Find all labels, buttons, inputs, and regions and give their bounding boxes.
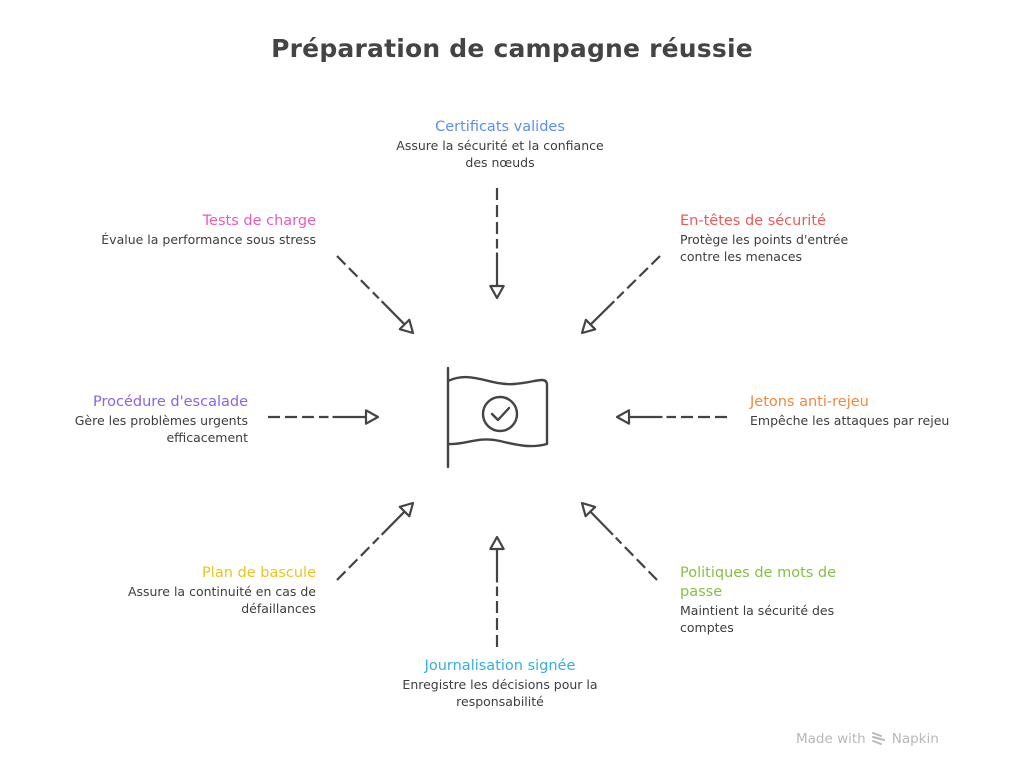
node-description: Assure la sécurité et la confiance des n… [396,138,604,170]
node-politiques: Politiques de mots de passe Maintient la… [680,564,860,636]
arrowhead-icon [580,501,597,518]
footer-watermark: Made with Napkin [796,731,939,747]
node-description: Protège les points d'entrée contre les m… [680,232,849,264]
arrow-solid-segment [380,510,406,536]
arrow-solid-segment [589,510,614,536]
arrow-dashed-segment [336,536,380,581]
node-certificats: Certificats valides Assure la sécurité e… [392,118,608,171]
node-title: Journalisation signée [424,658,576,674]
node-title: Politiques de mots de passe [680,565,837,600]
node-title: En-têtes de sécurité [680,213,826,229]
node-description: Empêche les attaques par rejeu [750,413,950,428]
napkin-logo-icon [871,732,885,745]
arrow-dashed-segment [336,255,380,300]
arrowhead-icon [489,284,505,300]
node-tests: Tests de charge Évalue la performance so… [100,212,316,248]
node-description: Enregistre les décisions pour la respons… [402,677,598,709]
footer-made-with: Made with [796,731,866,747]
node-description: Gère les problèmes urgents efficacement [74,413,248,445]
arrow-politiques [580,501,658,581]
arrowhead-icon [489,535,505,551]
arrow-tests [336,255,415,335]
arrowhead-icon [398,501,415,518]
node-bascule: Plan de bascule Assure la continuité en … [100,564,316,617]
node-title: Tests de charge [202,213,316,229]
arrowhead-icon [364,409,380,425]
arrowhead-icon [398,318,415,335]
arrow-dashed-segment [616,255,661,300]
node-journalisation: Journalisation signée Enregistre les déc… [392,657,608,710]
arrow-escalade [268,409,380,425]
arrowhead-icon [615,409,631,425]
node-description: Assure la continuité en cas de défaillan… [127,584,316,616]
node-title: Jetons anti-rejeu [750,394,869,410]
arrow-solid-segment [380,300,406,326]
node-description: Maintient la sécurité des comptes [680,603,835,635]
node-jetons: Jetons anti-rejeu Empêche les attaques p… [750,393,950,429]
node-escalade: Procédure d'escalade Gère les problèmes … [30,393,248,446]
flag-check-icon [446,366,549,469]
node-title: Certificats valides [435,119,565,135]
arrow-jetons [615,409,727,425]
diagram-title: Préparation de campagne réussie [271,34,753,63]
arrow-bascule [336,501,415,581]
node-description: Évalue la performance sous stress [101,232,316,247]
arrowhead-icon [580,318,597,335]
node-entetes: En-têtes de sécurité Protège les points … [680,212,890,265]
arrow-entetes [580,255,661,335]
arrow-dashed-segment [614,536,658,581]
arrow-journalisation [489,535,505,647]
arrow-solid-segment [589,300,616,326]
node-title: Plan de bascule [202,565,316,581]
node-title: Procédure d'escalade [92,394,248,410]
arrow-certificats [489,188,505,300]
footer-brand: Napkin [891,731,939,747]
